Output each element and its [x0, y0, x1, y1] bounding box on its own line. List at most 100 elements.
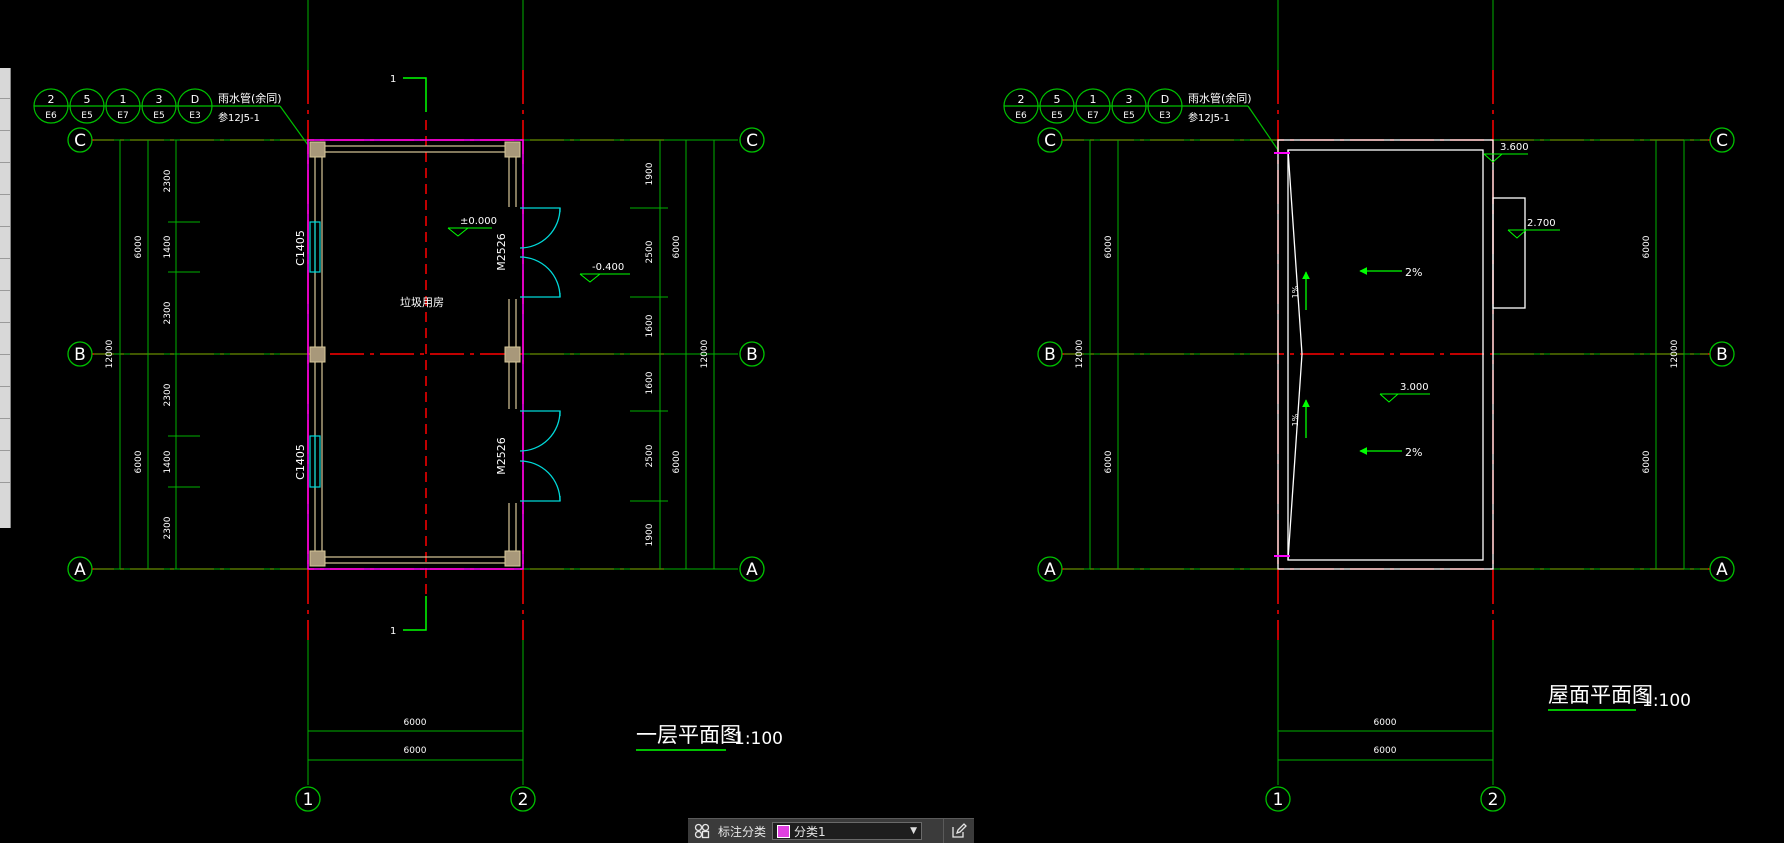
- pipe-index-top: 3: [1126, 93, 1133, 106]
- elevation-mark-floor: ±0.000: [447, 216, 497, 237]
- svg-text:2.700: 2.700: [1527, 218, 1556, 229]
- slope-arrows: [1302, 267, 1402, 455]
- svg-text:6000: 6000: [672, 235, 682, 258]
- pipe-index-bottom: E5: [1051, 111, 1062, 121]
- slope-label: 2%: [1405, 446, 1422, 459]
- pipe-index-bottom: E5: [81, 111, 92, 121]
- drawing-scale: 1:100: [734, 729, 783, 749]
- pipe-note: 雨水管(余同): [1188, 91, 1252, 105]
- svg-text:2300: 2300: [163, 301, 173, 324]
- pipe-index-top: 2: [48, 93, 55, 106]
- pipe-index-bottom: E6: [1015, 111, 1027, 121]
- door-tag: M2526: [495, 233, 508, 271]
- pipe-note-ref: 参12J5-1: [1188, 111, 1230, 124]
- grid-label-row: A: [746, 560, 758, 580]
- svg-text:2500: 2500: [645, 444, 655, 467]
- svg-text:±0.000: ±0.000: [460, 216, 497, 227]
- axis-lines: [1050, 70, 1722, 640]
- pipe-index-top: 2: [1018, 93, 1025, 106]
- grid-label-col: 2: [518, 790, 529, 810]
- svg-text:12000: 12000: [1670, 339, 1680, 368]
- grid-label-row: A: [74, 560, 86, 580]
- dimension-texts: 6000 6000 12000 6000 6000 12000 6000 600…: [1075, 235, 1680, 756]
- slope-label: 1%: [1291, 285, 1300, 298]
- pipe-index-bottom: E5: [1123, 111, 1134, 121]
- side-panel-tab[interactable]: [0, 68, 11, 528]
- pipe-index-bottom: E3: [1159, 111, 1170, 121]
- section-label: 1: [390, 74, 396, 85]
- pipe-index-top: 5: [84, 93, 91, 106]
- grid-bubbles: [1037, 127, 1735, 812]
- svg-text:6000: 6000: [134, 235, 144, 258]
- elevation-mark: 3.600: [1483, 142, 1529, 163]
- roof-plan-drawing: C B A C B A 1 2 2 E6 5 E5 1 E7 3: [1003, 0, 1735, 812]
- category-grid-icon[interactable]: [688, 819, 716, 843]
- rain-pipe-index: 2 E6 5 E5 1 E7 3 E5 D E3 雨水管(余同) 参12J5-1: [33, 88, 309, 146]
- category-label: 标注分类: [718, 824, 767, 839]
- section-label: 1: [390, 626, 396, 637]
- annotation-category-toolbar: 标注分类 分类1 ▼: [688, 818, 974, 843]
- window-tag: C1405: [294, 230, 307, 266]
- drawing-title: 屋面平面图: [1548, 683, 1653, 707]
- svg-text:1600: 1600: [645, 371, 655, 394]
- building-walls: [307, 139, 561, 570]
- category-select[interactable]: 分类1 ▼: [772, 822, 923, 840]
- rain-pipe-index: 2 E6 5 E5 1 E7 3 E5 D E3 雨水管(余同) 参12J5-1: [1003, 88, 1279, 151]
- elevation-mark: 3.000: [1379, 382, 1430, 403]
- pipe-note-ref: 参12J5-1: [218, 111, 260, 124]
- grid-label-row: C: [1044, 131, 1056, 151]
- chevron-down-icon: ▼: [910, 826, 918, 836]
- drawing-title: 一层平面图: [636, 723, 741, 747]
- svg-text:6000: 6000: [1642, 235, 1652, 258]
- category-color-swatch: [777, 824, 791, 838]
- elevation-mark-outside: -0.400: [579, 262, 630, 283]
- grid-label-row: B: [746, 345, 758, 365]
- svg-text:2500: 2500: [645, 240, 655, 263]
- grid-label-row: B: [1044, 345, 1056, 365]
- pipe-index-bottom: E7: [1087, 111, 1098, 121]
- svg-text:2300: 2300: [163, 169, 173, 192]
- pipe-index-top: 3: [156, 93, 163, 106]
- svg-text:1600: 1600: [645, 314, 655, 337]
- svg-text:1900: 1900: [645, 162, 655, 185]
- edit-icon[interactable]: [943, 819, 974, 843]
- pipe-index-top: 1: [120, 93, 127, 106]
- elevation-mark: 2.700: [1507, 218, 1560, 239]
- pipe-note: 雨水管(余同): [218, 91, 282, 105]
- svg-text:6000: 6000: [672, 450, 682, 473]
- svg-text:2300: 2300: [163, 383, 173, 406]
- pipe-index-bottom: E7: [117, 111, 128, 121]
- pipe-index-bottom: E3: [189, 111, 200, 121]
- svg-text:12000: 12000: [700, 339, 710, 368]
- grid-label-row: B: [1716, 345, 1728, 365]
- grid-extension-lines: [94, 0, 738, 785]
- svg-text:12000: 12000: [1075, 339, 1085, 368]
- pipe-index-bottom: E5: [153, 111, 164, 121]
- svg-text:6000: 6000: [134, 450, 144, 473]
- grid-label-row: B: [74, 345, 86, 365]
- svg-text:2300: 2300: [163, 516, 173, 539]
- grid-label-row: C: [1716, 131, 1728, 151]
- svg-text:1400: 1400: [163, 450, 173, 473]
- svg-text:6000: 6000: [1104, 450, 1114, 473]
- category-selected-value: 分类1: [794, 824, 826, 839]
- dimension-texts: 6000 6000 12000 2300 1400 2300 2300 1400…: [105, 162, 710, 756]
- svg-text:1900: 1900: [645, 523, 655, 546]
- grid-label-row: C: [746, 131, 758, 151]
- grid-extension-lines: [1064, 0, 1708, 785]
- svg-text:-0.400: -0.400: [592, 262, 624, 273]
- rain-pipe-outlets: [1274, 152, 1290, 557]
- svg-text:6000: 6000: [404, 718, 427, 728]
- grid-label-row: A: [1716, 560, 1728, 580]
- grid-label-col: 1: [303, 790, 314, 810]
- drawing-scale: 1:100: [1642, 691, 1691, 711]
- grid-label-row: A: [1044, 560, 1056, 580]
- pipe-index-bottom: E6: [45, 111, 57, 121]
- svg-text:1400: 1400: [163, 235, 173, 258]
- svg-text:3.600: 3.600: [1500, 142, 1529, 153]
- svg-text:6000: 6000: [1374, 718, 1397, 728]
- slope-label: 2%: [1405, 266, 1422, 279]
- svg-text:6000: 6000: [1104, 235, 1114, 258]
- pipe-index-top: D: [1161, 93, 1169, 106]
